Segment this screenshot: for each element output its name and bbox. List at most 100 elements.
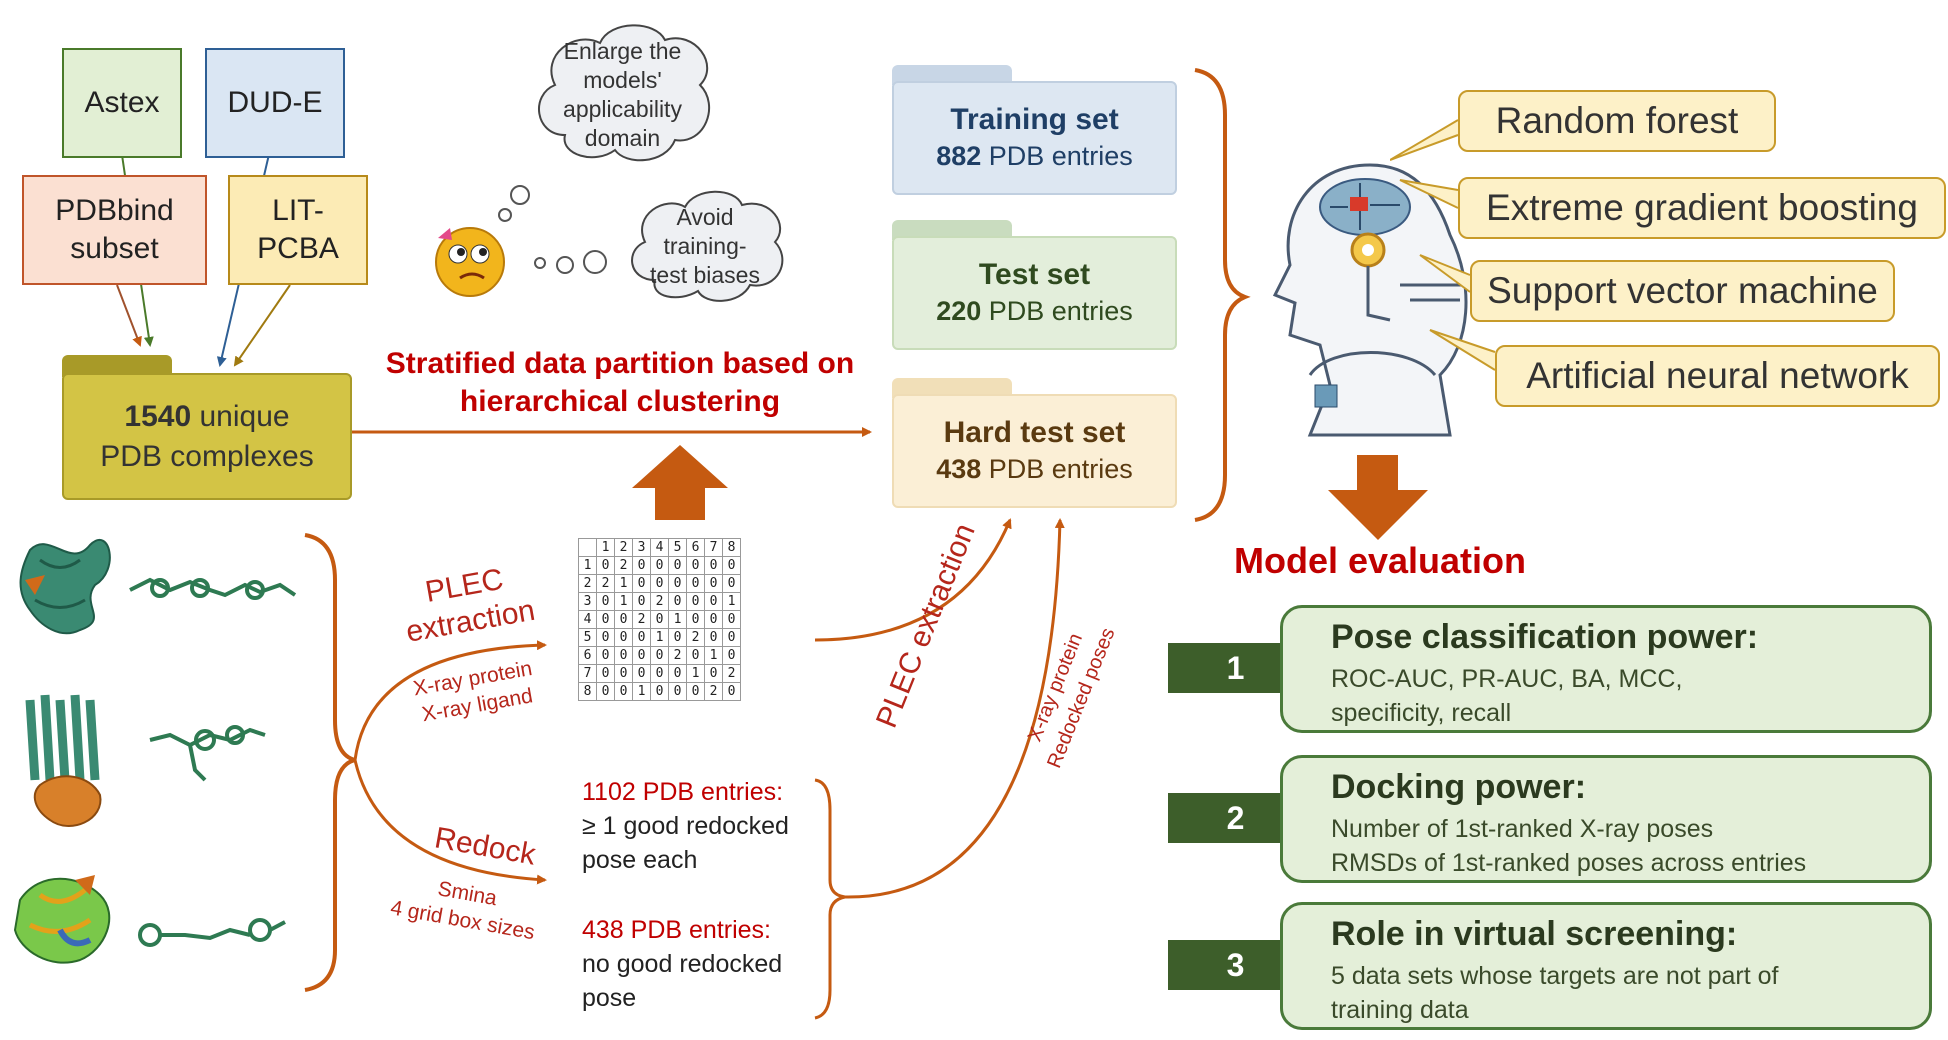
matrix-cell: 0 xyxy=(722,682,741,701)
matrix-cell: 1 xyxy=(596,538,615,557)
matrix-cell: 3 xyxy=(578,592,597,611)
matrix-cell: 0 xyxy=(722,610,741,629)
dude-label: DUD-E xyxy=(227,86,323,119)
matrix-cell: 0 xyxy=(614,646,633,665)
evaluation-detail-line: RMSDs of 1st-ranked poses across entries xyxy=(1331,849,1807,877)
ligand-3-icon xyxy=(138,918,286,947)
matrix-cell: 0 xyxy=(686,610,705,629)
evaluation-detail-line: Number of 1st-ranked X-ray poses xyxy=(1331,815,1714,843)
matrix-cell: 0 xyxy=(632,664,651,683)
matrix-cell: 7 xyxy=(704,538,723,557)
matrix-cell: 0 xyxy=(704,610,723,629)
model-evaluation-title: Model evaluation xyxy=(1233,540,1527,581)
matrix-cell: 0 xyxy=(704,592,723,611)
pdbbind-line1: PDBbind xyxy=(55,194,174,227)
litpcba-line2: PCBA xyxy=(257,232,339,265)
redock-bad-line: pose xyxy=(582,984,637,1012)
matrix-cell: 0 xyxy=(596,610,615,629)
matrix-cell: 0 xyxy=(614,610,633,629)
cloud1-text: Enlarge the models' applicability domain xyxy=(525,37,720,153)
matrix-cell: 0 xyxy=(596,592,615,611)
matrix-cell: 0 xyxy=(668,556,687,575)
callout-pointers xyxy=(1390,119,1496,371)
matrix-cell: 0 xyxy=(686,646,705,665)
training-set-count-line: 882 PDB entries xyxy=(936,138,1133,174)
hard-set-unit: PDB entries xyxy=(981,454,1133,484)
ligand-1-icon xyxy=(129,577,297,600)
main-folder-line1-rest: unique xyxy=(191,399,290,433)
test-folder-body: Test set 220 PDB entries xyxy=(892,236,1177,350)
redock-bad-count: 438 PDB entries: xyxy=(582,916,771,944)
evaluation-details: ROC-AUC, PR-AUC, BA, MCC, specificity, re… xyxy=(1331,662,1682,730)
cloud2-text: Avoid training- test biases xyxy=(620,203,790,290)
matrix-cell: 0 xyxy=(686,574,705,593)
main-folder-tab xyxy=(62,355,172,377)
matrix-cell: 2 xyxy=(668,646,687,665)
evaluation-detail-line: specificity, recall xyxy=(1331,699,1512,727)
astex-doc: Astex xyxy=(62,48,182,158)
redock-good-line: ≥ 1 good redocked xyxy=(582,812,789,840)
hard-set-count: 438 xyxy=(936,454,982,484)
training-folder-tab xyxy=(892,65,1012,85)
redock-bad-line: no good redocked xyxy=(582,950,783,978)
matrix-to-hard-arrow xyxy=(814,518,1012,642)
matrix-cell: 1 xyxy=(614,574,633,593)
matrix-cell: 2 xyxy=(614,556,633,575)
partition-label-line2: hierarchical clustering xyxy=(459,385,781,418)
hard-test-set-folder: Hard test set 438 PDB entries xyxy=(892,378,1177,508)
left-brace xyxy=(304,533,356,992)
matrix-cell: 6 xyxy=(578,646,597,665)
ai-head-icon xyxy=(1272,163,1468,437)
model-svm: Support vector machine xyxy=(1470,260,1895,322)
matrix-cell: 4 xyxy=(650,538,669,557)
main-folder-count: 1540 xyxy=(124,399,192,433)
protein-3-icon xyxy=(13,875,111,964)
partition-label: Stratified data partition based on hiera… xyxy=(330,345,910,421)
astex-label: Astex xyxy=(84,86,160,119)
matrix-cell: 0 xyxy=(668,628,687,647)
matrix-cell: 5 xyxy=(668,538,687,557)
evaluation-title: Docking power: xyxy=(1331,768,1587,806)
matrix-cell: 0 xyxy=(614,628,633,647)
evaluation-detail-line: ROC-AUC, PR-AUC, BA, MCC, xyxy=(1331,665,1683,693)
thinking-emoji-icon xyxy=(435,227,505,297)
matrix-cell: 0 xyxy=(596,556,615,575)
matrix-cell: 4 xyxy=(578,610,597,629)
matrix-cell: 1 xyxy=(686,664,705,683)
down-block-arrow xyxy=(1328,455,1428,540)
matrix-cell: 7 xyxy=(578,664,597,683)
matrix-cell: 0 xyxy=(632,574,651,593)
matrix-cell: 0 xyxy=(632,646,651,665)
cloud1-line: domain xyxy=(584,125,661,151)
redock-branch-arrow xyxy=(353,759,547,885)
training-set-folder: Training set 882 PDB entries xyxy=(892,65,1177,195)
matrix-cell: 0 xyxy=(722,574,741,593)
test-set-count: 220 xyxy=(936,296,982,326)
matrix-cell: 0 xyxy=(686,682,705,701)
matrix-cell: 0 xyxy=(632,592,651,611)
test-set-count-line: 220 PDB entries xyxy=(936,293,1133,329)
matrix-cell: 2 xyxy=(632,610,651,629)
matrix-cell: 0 xyxy=(668,664,687,683)
evaluation-details: 5 data sets whose targets are not part o… xyxy=(1331,959,1779,1027)
cloud1-line: applicability xyxy=(563,96,682,122)
redock-good-line: pose each xyxy=(582,846,698,874)
model-label: Artificial neural network xyxy=(1526,355,1909,396)
matrix-cell: 0 xyxy=(686,592,705,611)
test-folder-tab xyxy=(892,220,1012,240)
matrix-cell: 0 xyxy=(650,610,669,629)
cloud2-line: training- xyxy=(663,233,747,259)
model-label: Support vector machine xyxy=(1487,270,1878,311)
matrix-cell: 0 xyxy=(668,574,687,593)
litpcba-line1: LIT- xyxy=(272,194,324,227)
cloud-shape-1 xyxy=(538,24,710,162)
litpcba-doc: LIT- PCBA xyxy=(228,175,368,285)
matrix-cell: 0 xyxy=(614,682,633,701)
protein-ligand-illustrations xyxy=(13,538,297,964)
cloud2-line: test biases xyxy=(650,262,760,288)
redock-good-result: 1102 PDB entries: ≥ 1 good redocked pose… xyxy=(582,775,842,877)
